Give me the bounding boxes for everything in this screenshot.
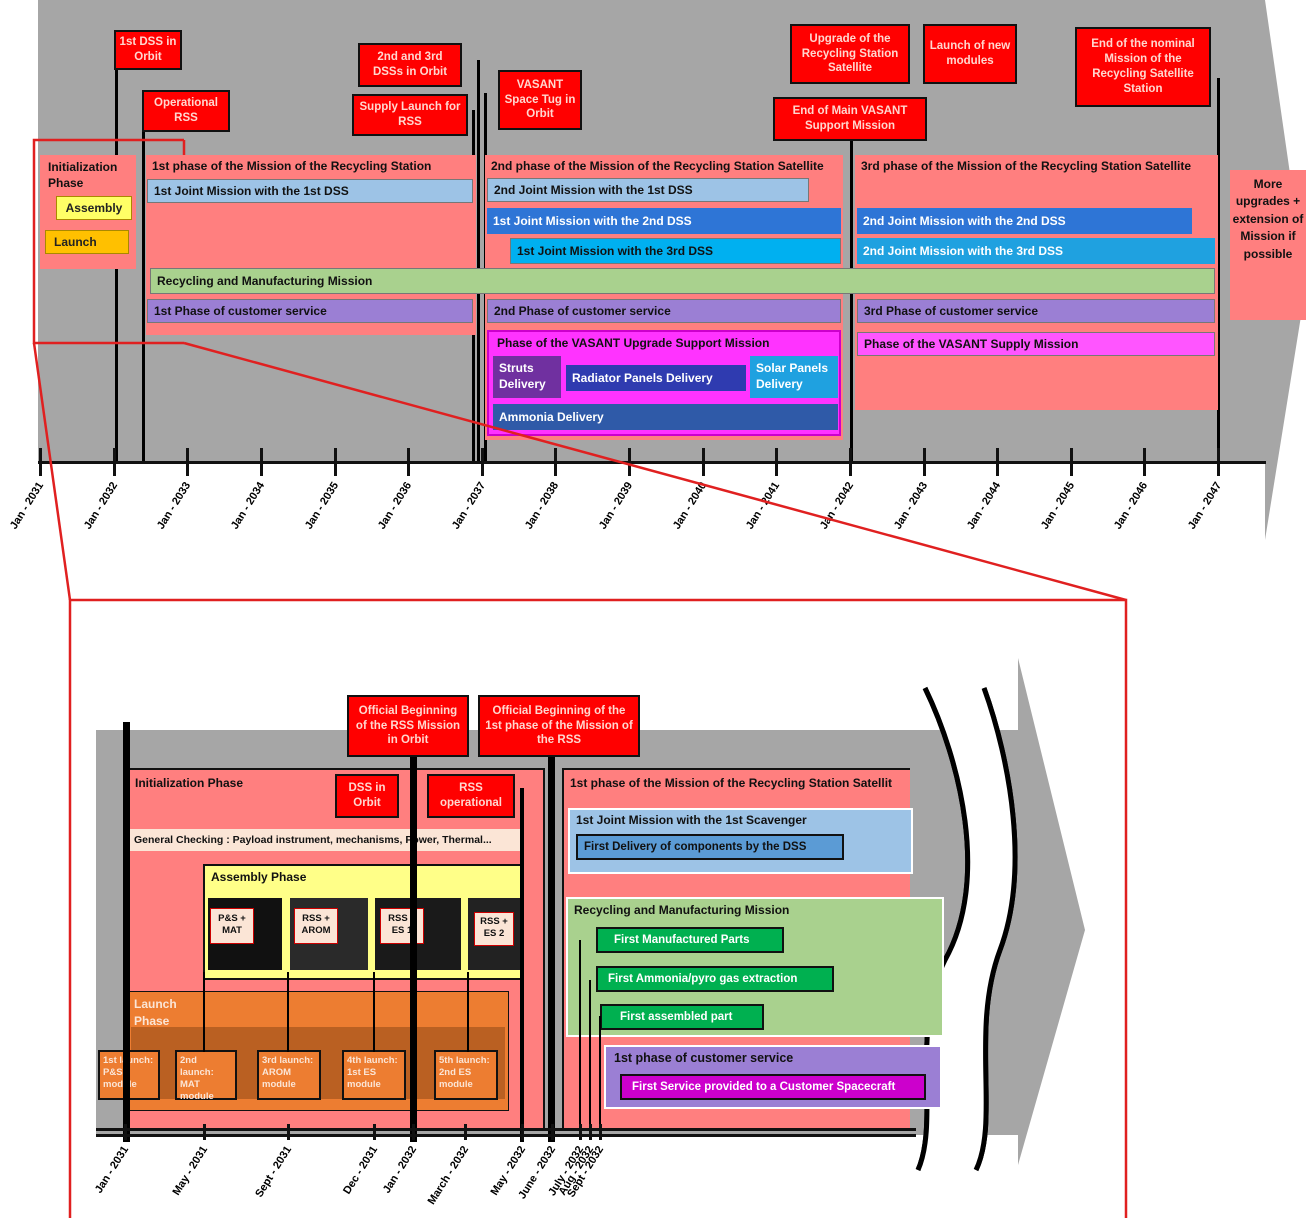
launch-3: 3rd launch: AROM module <box>257 1050 321 1100</box>
event-supply-launch: Supply Launch for RSS <box>352 94 468 136</box>
joint-scavenger-title: 1st Joint Mission with the 1st Scavenger <box>576 813 807 827</box>
customer-service-2: 2nd Phase of customer service <box>487 299 841 323</box>
event-dss1: 1st DSS in Orbit <box>114 30 182 70</box>
bottom-tick <box>203 1124 206 1140</box>
bottom-tick <box>521 1124 524 1140</box>
joint-mission-2-3: 2nd Joint Mission with the 3rd DSS <box>857 238 1215 264</box>
line-aug-2032 <box>589 980 591 1140</box>
customer-service-3: 3rd Phase of customer service <box>857 299 1215 323</box>
launch-phase-title: Launch Phase <box>134 997 177 1028</box>
end-nominal-line <box>1217 78 1220 462</box>
top-tick <box>112 448 116 476</box>
launch-5: 5th launch: 2nd ES module <box>434 1050 498 1100</box>
first-service: First Service provided to a Customer Spa… <box>620 1074 926 1100</box>
line-june-2032 <box>548 755 555 1142</box>
module-label-3: RSS + ES 1 <box>380 908 424 944</box>
event-end-nominal: End of the nominal Mission of the Recycl… <box>1075 27 1211 107</box>
conn-1 <box>203 972 205 1052</box>
joint-mission-1-2: 1st Joint Mission with the 2nd DSS <box>487 208 841 234</box>
event-end-main: End of Main VASANT Support Mission <box>773 97 927 141</box>
first-parts: First Manufactured Parts <box>596 927 784 953</box>
joint-mission-2-1: 2nd Joint Mission with the 1st DSS <box>487 178 809 202</box>
init-detail-title: Initialization Phase <box>135 776 244 790</box>
customer-service-1: 1st Phase of customer service <box>147 299 473 323</box>
conn-4 <box>467 972 469 1052</box>
module-label-1: P&S + MAT <box>210 908 254 944</box>
more-upgrades: More upgrades + extension of Mission if … <box>1230 170 1306 320</box>
bottom-tick <box>287 1124 290 1140</box>
event-vasant-tug: VASANT Space Tug in Orbit <box>498 70 582 130</box>
first-ammonia: First Ammonia/pyro gas extraction <box>596 966 834 992</box>
first-assembled: First assembled part <box>600 1004 764 1030</box>
phase1-detail-title: 1st phase of the Mission of the Recyclin… <box>570 776 893 790</box>
line-jan-2032 <box>410 752 417 1142</box>
event-upgrade: Upgrade of the Recycling Station Satelli… <box>790 24 910 84</box>
module-label-2: RSS + AROM <box>294 908 338 944</box>
bottom-tick <box>464 1124 467 1140</box>
bottom-tick <box>589 1124 592 1140</box>
first-delivery: First Delivery of components by the DSS <box>576 834 844 860</box>
phase3-title: 3rd phase of the Mission of the Recyclin… <box>861 159 1192 173</box>
official-phase-label: Official Beginning of the 1st phase of t… <box>478 695 640 757</box>
recycling-mission-bar: Recycling and Manufacturing Mission <box>150 268 1215 294</box>
top-tick <box>1143 448 1147 476</box>
general-checking: General Checking : Payload instrument, m… <box>130 829 522 851</box>
phase2-title: 2nd phase of the Mission of the Recyclin… <box>491 159 824 173</box>
bottom-tick <box>579 1124 582 1140</box>
bottom-tick <box>599 1124 602 1140</box>
bottom-tick <box>551 1124 554 1140</box>
official-rss-label: Official Beginning of the RSS Mission in… <box>347 695 469 757</box>
event-dss23: 2nd and 3rd DSSs in Orbit <box>358 43 462 87</box>
line-may-2032 <box>520 788 524 1142</box>
launch-2: 2nd launch: MAT module <box>175 1050 237 1102</box>
launch-4: 4th launch: 1st ES module <box>342 1050 406 1100</box>
customer-service-detail-title: 1st phase of customer service <box>614 1051 794 1065</box>
event-new-modules: Launch of new modules <box>923 24 1017 84</box>
line-sept-2032 <box>599 1016 601 1140</box>
bottom-tick <box>124 1124 127 1140</box>
rss-operational-label: RSS operational <box>427 774 515 818</box>
conn-2 <box>287 972 289 1052</box>
bottom-tick <box>412 1124 415 1140</box>
joint-mission-1-3: 1st Joint Mission with the 3rd DSS <box>510 238 841 264</box>
bottom-tick <box>373 1124 376 1140</box>
bottom-axis-line <box>96 1128 916 1131</box>
dss23-line <box>477 60 480 462</box>
top-tick <box>1217 448 1220 476</box>
assembly-phase-title: Assembly Phase <box>211 870 307 884</box>
module-label-4: RSS + ES 2 <box>474 912 514 946</box>
joint-mission-1-1: 1st Joint Mission with the 1st DSS <box>147 179 473 203</box>
event-rss-operational: Operational RSS <box>142 90 230 132</box>
joint-mission-2-2: 2nd Joint Mission with the 2nd DSS <box>857 208 1192 234</box>
line-jan-2031 <box>123 722 130 1142</box>
conn-3 <box>373 972 375 1052</box>
dss-orbit-label: DSS in Orbit <box>335 774 399 818</box>
phase1-title: 1st phase of the Mission of the Recyclin… <box>152 159 432 173</box>
recycling-detail-title: Recycling and Manufacturing Mission <box>574 903 790 917</box>
line-july-2032 <box>579 940 581 1140</box>
bottom-axis-line-2 <box>96 1134 916 1137</box>
